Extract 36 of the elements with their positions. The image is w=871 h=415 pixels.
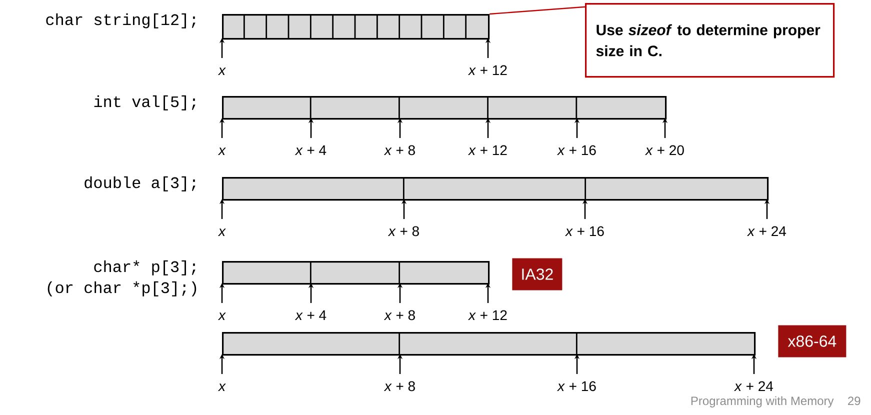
offset-label: x + 24 — [746, 226, 786, 236]
offset-label: x + 8 — [384, 145, 415, 156]
offset-label: x — [218, 228, 226, 236]
declaration: int val[5]; — [94, 95, 196, 110]
declaration: double a[3]; — [84, 176, 196, 192]
offset-label: x + 16 — [556, 381, 596, 392]
declaration: char string[12]; — [46, 13, 196, 28]
footer-text: 29 — [848, 396, 860, 406]
label-badge: IA32 — [512, 258, 562, 290]
offset-label: x + 4 — [294, 310, 326, 320]
offset-label: x + 12 — [468, 65, 507, 75]
offset-label: x + 8 — [388, 226, 419, 236]
label-badge: x86-64 — [778, 325, 846, 358]
array-bar — [222, 332, 756, 356]
callout-box: Use sizeof to determine proper size in C. — [585, 3, 835, 78]
leader-line — [490, 6, 586, 15]
offset-label: x + 20 — [644, 145, 684, 156]
array-bar — [222, 14, 490, 40]
offset-label: x + 12 — [468, 145, 507, 155]
offset-label: x + 4 — [294, 145, 326, 155]
offset-label: x — [218, 68, 226, 75]
offset-label: x + 12 — [468, 310, 507, 320]
offset-label: x + 16 — [556, 145, 596, 156]
array-bar — [222, 261, 490, 285]
offset-label: x + 24 — [734, 381, 774, 391]
offset-label: x — [218, 384, 226, 391]
declaration: (or char *p[3];) — [48, 281, 196, 296]
offset-label: x + 8 — [384, 381, 415, 392]
offset-label: x — [218, 312, 226, 320]
array-bar — [222, 96, 667, 120]
array-bar — [222, 177, 769, 201]
declaration: char* p[3]; — [94, 260, 196, 276]
offset-label: x + 16 — [564, 226, 604, 236]
offset-label: x + 8 — [384, 310, 415, 320]
footer-text: Programming with Memory — [691, 396, 834, 408]
offset-label: x — [218, 148, 226, 155]
